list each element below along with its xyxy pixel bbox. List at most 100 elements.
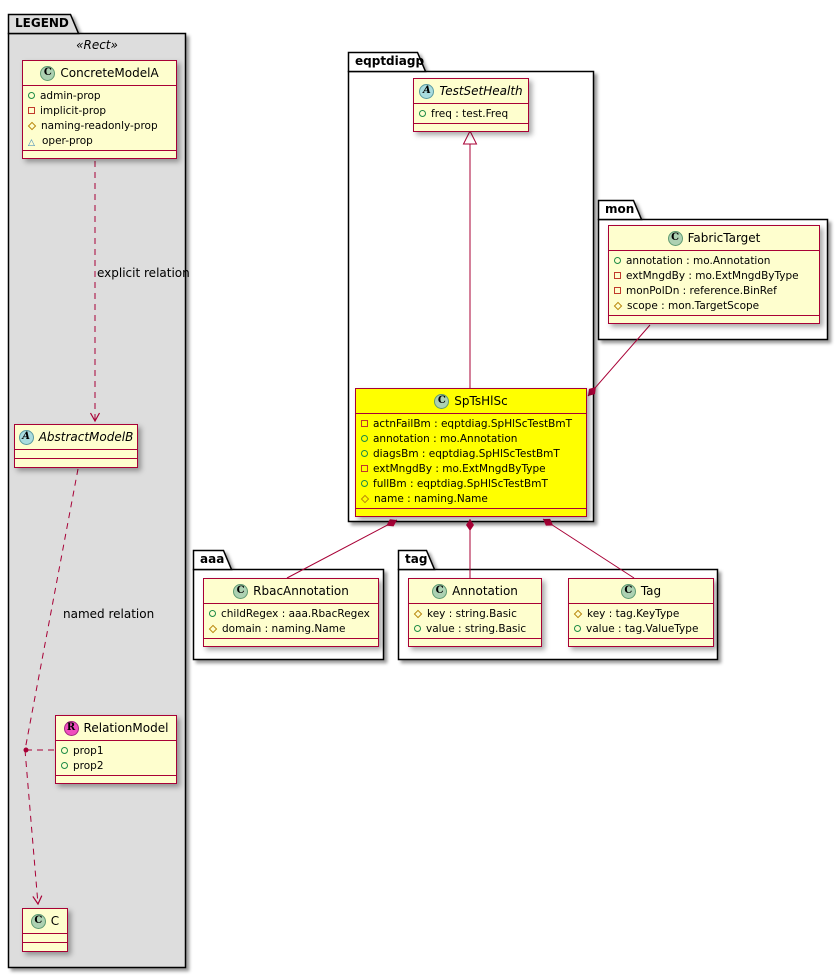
class-fields: freq : test.Freq [414,103,528,123]
field-row: monPolDn : reference.BinRef [614,283,814,298]
field-row: fullBm : eqptdiag.SpHlScTestBmT [361,476,581,491]
field-text: prop2 [73,759,104,772]
circle-icon [419,110,426,117]
class-name: C [50,914,60,928]
field-text: extMngdBy : mo.ExtMngdByType [626,269,799,282]
class-header: C Tag [569,579,713,603]
eqptdiagp-package-title: eqptdiagp [355,54,425,68]
field-text: freq : test.Freq [431,107,509,120]
circle-icon [361,435,368,442]
field-row: name : naming.Name [360,491,581,506]
field-row: value : string.Basic [414,621,536,636]
diamond-icon [573,609,583,618]
class-name: TestSetHealth [439,84,523,98]
tag-package-title: tag [405,552,428,566]
field-text: key : string.Basic [427,607,517,620]
class-methods-empty [56,775,176,783]
class-header: C C [23,909,67,933]
relation-junction-dot [23,747,29,753]
class-methods-empty [609,315,819,323]
square-icon [28,107,35,114]
field-text: key : tag.KeyType [587,607,680,620]
class-spot-icon: C [620,583,636,599]
class-name: AbstractModelB [38,430,134,444]
field-text: domain : naming.Name [222,622,346,635]
class-header: A AbstractModelB [15,425,137,449]
field-text: fullBm : eqptdiag.SpHlScTestBmT [373,477,548,490]
field-text: diagsBm : eqptdiag.SpHlScTestBmT [373,447,560,460]
field-text: value : tag.ValueType [586,622,699,635]
class-spot-icon: C [434,393,450,409]
field-row: oper-prop [28,133,171,148]
class-spot-icon: C [30,913,46,929]
circle-icon [361,450,368,457]
field-row: annotation : mo.Annotation [614,253,814,268]
mon-package-title: mon [605,202,635,216]
diamond-icon [360,494,370,503]
rect-stereotype-label: «Rect» [76,38,118,52]
class-test-set-health: A TestSetHealth freq : test.Freq [413,78,529,132]
class-fields: key : tag.KeyType value : tag.ValueType [569,603,713,638]
circle-icon [61,762,68,769]
class-concrete-model-a: C ConcreteModelA admin-prop implicit-pro… [22,60,177,159]
field-text: actnFailBm : eqptdiag.SpHlScTestBmT [373,417,572,430]
class-methods-empty [23,942,67,951]
class-tag: C Tag key : tag.KeyType value : tag.Valu… [568,578,714,647]
class-methods-empty [356,508,586,516]
field-row: diagsBm : eqptdiag.SpHlScTestBmT [361,446,581,461]
diamond-icon [208,624,218,633]
field-text: oper-prop [42,134,93,147]
class-header: C SpTsHlSc [356,389,586,413]
circle-icon [361,480,368,487]
circle-icon [614,257,621,264]
class-fields: actnFailBm : eqptdiag.SpHlScTestBmT anno… [356,413,586,508]
named-relation-edge [24,468,79,906]
class-fields: annotation : mo.Annotation extMngdBy : m… [609,250,819,315]
field-text: prop1 [73,744,104,757]
diamond-icon [27,121,37,130]
field-row: scope : mon.TargetScope [613,298,814,313]
class-fields: admin-prop implicit-prop naming-readonly… [23,85,176,150]
field-text: value : string.Basic [426,622,527,635]
class-name: Tag [640,584,662,598]
square-icon [361,420,368,427]
class-sptshlsc: C SpTsHlSc actnFailBm : eqptdiag.SpHlScT… [355,388,587,517]
class-relation-model: R RelationModel prop1 prop2 [55,715,177,784]
class-header: C RbacAnnotation [204,579,378,603]
class-spot-icon: C [432,583,448,599]
diamond-icon [413,609,423,618]
legend-package-title: LEGEND [15,16,69,30]
field-row: value : tag.ValueType [574,621,708,636]
class-name: RelationModel [83,721,169,735]
class-methods-empty [569,638,713,646]
circle-icon [28,92,35,99]
class-fields: childRegex : aaa.RbacRegex domain : nami… [204,603,378,638]
field-row: key : string.Basic [413,606,536,621]
class-name: FabricTarget [687,231,761,245]
class-methods-empty [414,123,528,131]
class-abstract-model-b: A AbstractModelB [14,424,138,468]
aaa-package-title: aaa [200,552,225,566]
class-header: C ConcreteModelA [23,61,176,85]
class-name: SpTsHlSc [454,394,508,408]
abstract-spot-icon: A [18,429,34,445]
class-fields: key : string.Basic value : string.Basic [409,603,541,638]
circle-icon [574,625,581,632]
class-methods-empty [204,638,378,646]
composition-edge-fabrictarget-sptshlsc [587,324,651,397]
class-annotation: C Annotation key : string.Basic value : … [408,578,542,647]
class-c: C C [22,908,68,952]
class-fields: prop1 prop2 [56,740,176,775]
field-row: childRegex : aaa.RbacRegex [209,606,373,621]
diamond-icon [613,301,623,310]
field-text: scope : mon.TargetScope [627,299,760,312]
class-header: R RelationModel [56,716,176,740]
class-name: RbacAnnotation [253,584,349,598]
circle-icon [61,747,68,754]
class-spot-icon: C [233,583,249,599]
class-fields-empty [15,449,137,458]
field-text: monPolDn : reference.BinRef [626,284,777,297]
class-methods-empty [15,458,137,467]
field-row: extMngdBy : mo.ExtMngdByType [614,268,814,283]
